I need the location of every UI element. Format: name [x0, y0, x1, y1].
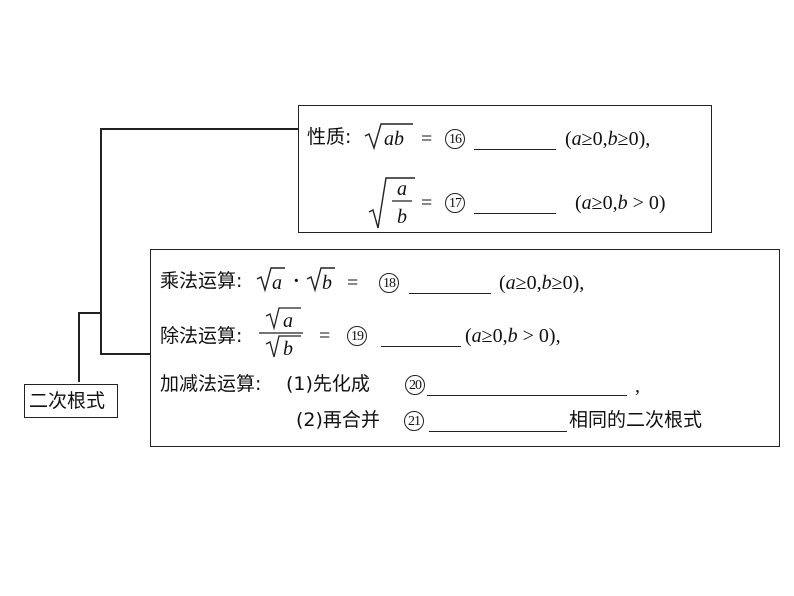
sqrt-b-symbol: [306, 267, 335, 293]
p2-numerator: a: [397, 178, 407, 200]
answer-marker-21: 21: [404, 410, 424, 431]
answer-marker-20: 20: [405, 374, 425, 395]
div-label: 除法运算:: [160, 325, 243, 347]
sqrt-fraction-symbol: [368, 177, 415, 229]
answer-marker-18: 18: [379, 272, 399, 293]
addsub-label: 加减法运算:: [160, 373, 262, 395]
connector-root-vertical: [78, 312, 80, 382]
addsub-tail: 相同的二次根式: [569, 409, 703, 431]
sqrt-a-symbol: [256, 267, 285, 293]
properties-label: 性质:: [307, 126, 352, 148]
addsub-step2: (2)再合并: [296, 409, 380, 431]
addsub-comma: ,: [635, 375, 640, 397]
mul-condition: (a≥0,b≥0),: [499, 272, 585, 294]
root-node: 二次根式: [24, 384, 118, 418]
div-fraction-symbol: [259, 307, 303, 358]
connector-vertical-main: [100, 128, 102, 354]
answer-blank-17[interactable]: [474, 213, 556, 214]
answer-marker-19: 19: [347, 325, 367, 346]
p1-equals: =: [421, 128, 433, 150]
div-equals: =: [319, 325, 331, 347]
connector-stub: [78, 312, 101, 314]
sqrt-ab-symbol: [364, 123, 413, 151]
mul-a: a: [272, 272, 282, 294]
connector-to-operations: [100, 353, 150, 355]
div-top: a: [283, 310, 293, 332]
div-bottom: b: [283, 338, 293, 360]
mul-label: 乘法运算:: [160, 270, 243, 292]
mul-dot: ·: [293, 270, 300, 292]
answer-blank-16[interactable]: [474, 149, 556, 150]
properties-box: 性质: ab = 16 (a≥0,b≥0), a b = 17 (a≥0,b >…: [298, 105, 712, 233]
answer-blank-19[interactable]: [381, 346, 461, 347]
div-condition: (a≥0,b > 0),: [465, 325, 561, 347]
p2-equals: =: [421, 192, 433, 214]
sqrt-ab-radicand: ab: [384, 128, 404, 150]
p2-denominator: b: [397, 206, 407, 228]
operations-box: 乘法运算: a · b = 18 (a≥0,b≥0), 除法运算: a b = …: [150, 249, 780, 447]
answer-marker-16: 16: [445, 128, 465, 149]
root-label: 二次根式: [29, 390, 106, 412]
connector-to-properties: [100, 128, 298, 130]
mul-equals: =: [347, 272, 359, 294]
answer-blank-20[interactable]: [427, 395, 627, 396]
answer-blank-21[interactable]: [429, 431, 567, 432]
addsub-step1: (1)先化成: [286, 373, 370, 395]
answer-marker-17: 17: [445, 192, 465, 213]
p1-condition: (a≥0,b≥0),: [565, 128, 651, 150]
p2-condition: (a≥0,b > 0): [575, 192, 666, 214]
mul-b: b: [322, 272, 332, 294]
answer-blank-18[interactable]: [409, 293, 491, 294]
